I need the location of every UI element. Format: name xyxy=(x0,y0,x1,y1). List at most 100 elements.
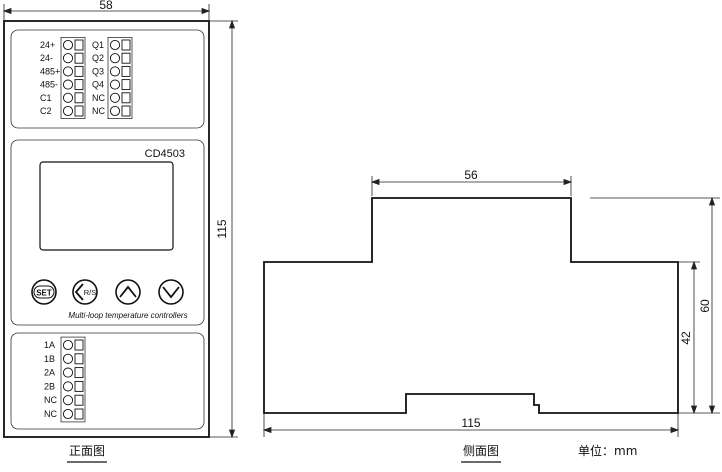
top-left-label: 24- xyxy=(40,53,53,63)
top-right-label: Q1 xyxy=(92,40,104,50)
bottom-label: NC xyxy=(44,409,57,419)
terminal-slot-icon xyxy=(121,52,131,64)
top-left-terminal xyxy=(62,65,84,77)
bottom-label: 1A xyxy=(44,340,55,350)
side-view: 56 42 60 115 侧面图 单位：mm xyxy=(262,168,720,463)
top-right-terminal xyxy=(109,105,131,117)
bottom-terminal-panel xyxy=(10,332,205,430)
top-left-terminal xyxy=(62,105,84,117)
front-height-dimension xyxy=(209,19,238,439)
rs-button[interactable]: R/S xyxy=(72,279,98,305)
bottom-label: 2A xyxy=(44,368,55,378)
top-left-terminal-block xyxy=(60,37,86,119)
top-left-label: 24+ xyxy=(40,40,55,50)
side-bottom-width-label: 115 xyxy=(461,416,480,430)
front-body-outline xyxy=(3,20,210,438)
side-profile-outline xyxy=(263,197,679,414)
top-right-label: Q4 xyxy=(92,80,104,90)
down-arrow-icon xyxy=(162,286,180,299)
top-left-terminal xyxy=(62,92,84,104)
terminal-screw-icon xyxy=(109,105,121,117)
front-height-label: 115 xyxy=(215,219,229,238)
top-right-terminal xyxy=(109,39,131,51)
terminal-screw-icon xyxy=(62,66,74,77)
top-left-label: C1 xyxy=(40,93,52,103)
top-right-label: Q2 xyxy=(92,53,104,63)
terminal-screw-icon xyxy=(62,339,74,351)
terminal-screw-icon xyxy=(62,367,74,378)
top-right-terminal-block xyxy=(107,37,133,119)
bottom-terminal xyxy=(62,394,84,406)
set-button-label: SET xyxy=(36,289,52,298)
terminal-slot-icon xyxy=(74,52,84,64)
bottom-label: 2B xyxy=(44,381,55,391)
rs-arrow-icon xyxy=(74,283,84,301)
bottom-label: NC xyxy=(44,395,57,405)
terminal-screw-icon xyxy=(62,53,74,64)
side-outer-height-label: 60 xyxy=(698,299,712,313)
top-left-block-frame xyxy=(60,37,86,119)
top-right-terminal xyxy=(109,79,131,91)
front-width-dimension xyxy=(2,4,211,20)
terminal-slot-icon xyxy=(121,92,131,104)
terminal-screw-icon xyxy=(109,66,121,77)
top-right-terminal xyxy=(109,92,131,104)
top-right-block-frame xyxy=(107,37,133,119)
terminal-slot-icon xyxy=(74,380,84,392)
terminal-screw-icon xyxy=(109,92,121,103)
terminal-slot-icon xyxy=(74,339,84,351)
unit-label: 单位：mm xyxy=(578,443,637,458)
bottom-terminal xyxy=(62,353,84,365)
terminal-slot-icon xyxy=(74,394,84,406)
side-bottom-width-dimension xyxy=(262,413,680,437)
top-right-terminal xyxy=(109,52,131,64)
top-right-label: NC xyxy=(92,106,105,116)
terminal-slot-icon xyxy=(74,92,84,104)
up-button[interactable] xyxy=(115,279,141,305)
terminal-slot-icon xyxy=(74,353,84,365)
terminal-screw-icon xyxy=(62,79,74,90)
top-left-label: 485- xyxy=(40,80,58,90)
terminal-screw-icon xyxy=(62,105,74,117)
model-label: CD4503 xyxy=(145,148,185,160)
top-right-label: Q3 xyxy=(92,66,104,76)
terminal-screw-icon xyxy=(109,79,121,90)
bottom-terminal-block xyxy=(60,336,86,423)
front-view-caption: 正面图 xyxy=(69,444,105,458)
bottom-block-frame xyxy=(60,336,86,423)
side-top-width-dimension xyxy=(370,176,573,196)
terminal-slot-icon xyxy=(121,65,131,77)
terminal-slot-icon xyxy=(74,105,84,117)
terminal-slot-icon xyxy=(121,79,131,91)
terminal-slot-icon xyxy=(74,79,84,91)
rs-button-label: R/S xyxy=(84,288,97,297)
tagline: Multi-loop temperature controllers xyxy=(68,311,187,320)
bottom-terminal xyxy=(62,380,84,392)
terminal-screw-icon xyxy=(109,53,121,64)
side-view-caption: 侧面图 xyxy=(463,444,499,458)
top-right-terminal xyxy=(109,65,131,77)
top-left-terminal xyxy=(62,79,84,91)
down-button[interactable] xyxy=(158,279,184,305)
terminal-slot-icon xyxy=(74,367,84,379)
terminal-screw-icon xyxy=(62,408,74,420)
display-panel xyxy=(10,139,205,326)
terminal-slot-icon xyxy=(74,65,84,77)
terminal-slot-icon xyxy=(74,408,84,420)
bottom-terminal xyxy=(62,339,84,351)
set-button[interactable]: SET xyxy=(31,279,57,305)
side-top-width-label: 56 xyxy=(464,168,478,182)
terminal-slot-icon xyxy=(121,39,131,51)
top-left-terminal xyxy=(62,39,84,51)
top-left-label: C2 xyxy=(40,106,52,116)
up-arrow-icon xyxy=(119,285,137,298)
top-terminal-panel xyxy=(10,29,205,129)
terminal-screw-icon xyxy=(62,92,74,103)
side-inner-height-label: 42 xyxy=(679,331,693,345)
front-width-label: 58 xyxy=(99,0,113,12)
terminal-screw-icon xyxy=(62,395,74,406)
